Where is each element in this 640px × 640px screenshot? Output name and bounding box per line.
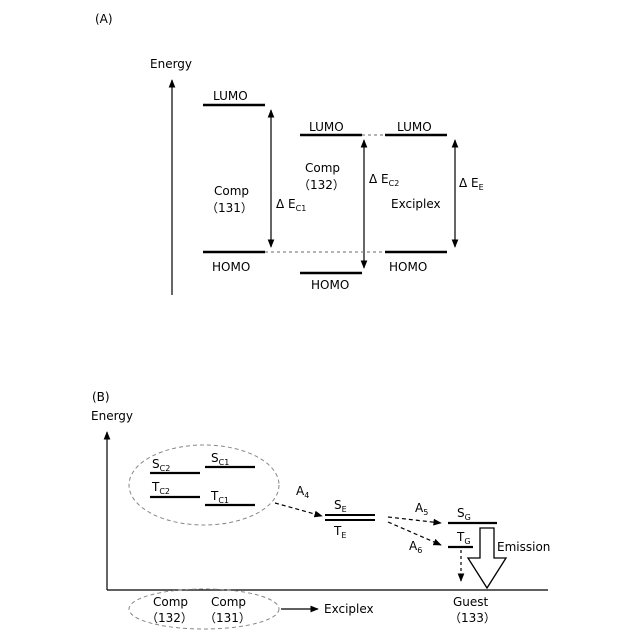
emission-arrow-icon	[468, 528, 506, 588]
gap-e-label: Δ EE	[459, 176, 484, 192]
bottom-comp132-number: （132）	[146, 611, 193, 625]
bottom-guest-name: Guest	[453, 595, 489, 609]
comp131-lumo-label: LUMO	[213, 89, 248, 103]
tg-label: TG	[456, 530, 471, 546]
sc2-label: SC2	[152, 457, 170, 473]
te-label: TE	[333, 524, 346, 540]
bottom-comp131-name: Comp	[211, 595, 246, 609]
panel-b-label: (B)	[92, 390, 110, 404]
bottom-guest-number: （133）	[449, 611, 496, 625]
comp132-number: （132）	[298, 178, 345, 192]
bottom-exciplex-label: Exciplex	[324, 602, 374, 616]
sg-label: SG	[457, 506, 471, 522]
a5-transfer-arrow	[388, 517, 441, 523]
comp132-homo-label: HOMO	[311, 278, 349, 292]
exciplex-name: Exciplex	[391, 197, 441, 211]
gap-c1-label: Δ EC1	[276, 197, 306, 213]
a4-label: A4	[296, 484, 309, 500]
exciplex-homo-label: HOMO	[389, 260, 427, 274]
comp131-number: （131）	[206, 201, 253, 215]
exciplex-lumo-label: LUMO	[397, 120, 432, 134]
panel-b-axis-label: Energy	[91, 409, 133, 423]
comp131-name: Comp	[214, 184, 249, 198]
bottom-comp132-name: Comp	[153, 595, 188, 609]
comp132-name: Comp	[305, 161, 340, 175]
a4-transfer-arrow	[275, 503, 322, 516]
gap-c2-label: Δ EC2	[369, 172, 399, 188]
bottom-comp131-number: （131）	[204, 611, 251, 625]
panel-a-axis-label: Energy	[150, 57, 192, 71]
comp131-homo-label: HOMO	[212, 260, 250, 274]
a6-label: A6	[409, 539, 422, 555]
tc1-label: TC1	[210, 489, 229, 505]
comp132-lumo-label: LUMO	[309, 120, 344, 134]
a5-label: A5	[415, 501, 428, 517]
se-label: SE	[334, 498, 347, 514]
sc1-label: SC1	[211, 451, 229, 467]
emission-label: Emission	[497, 540, 550, 554]
tc2-label: TC2	[151, 480, 170, 496]
panel-a-label: (A)	[95, 12, 113, 26]
